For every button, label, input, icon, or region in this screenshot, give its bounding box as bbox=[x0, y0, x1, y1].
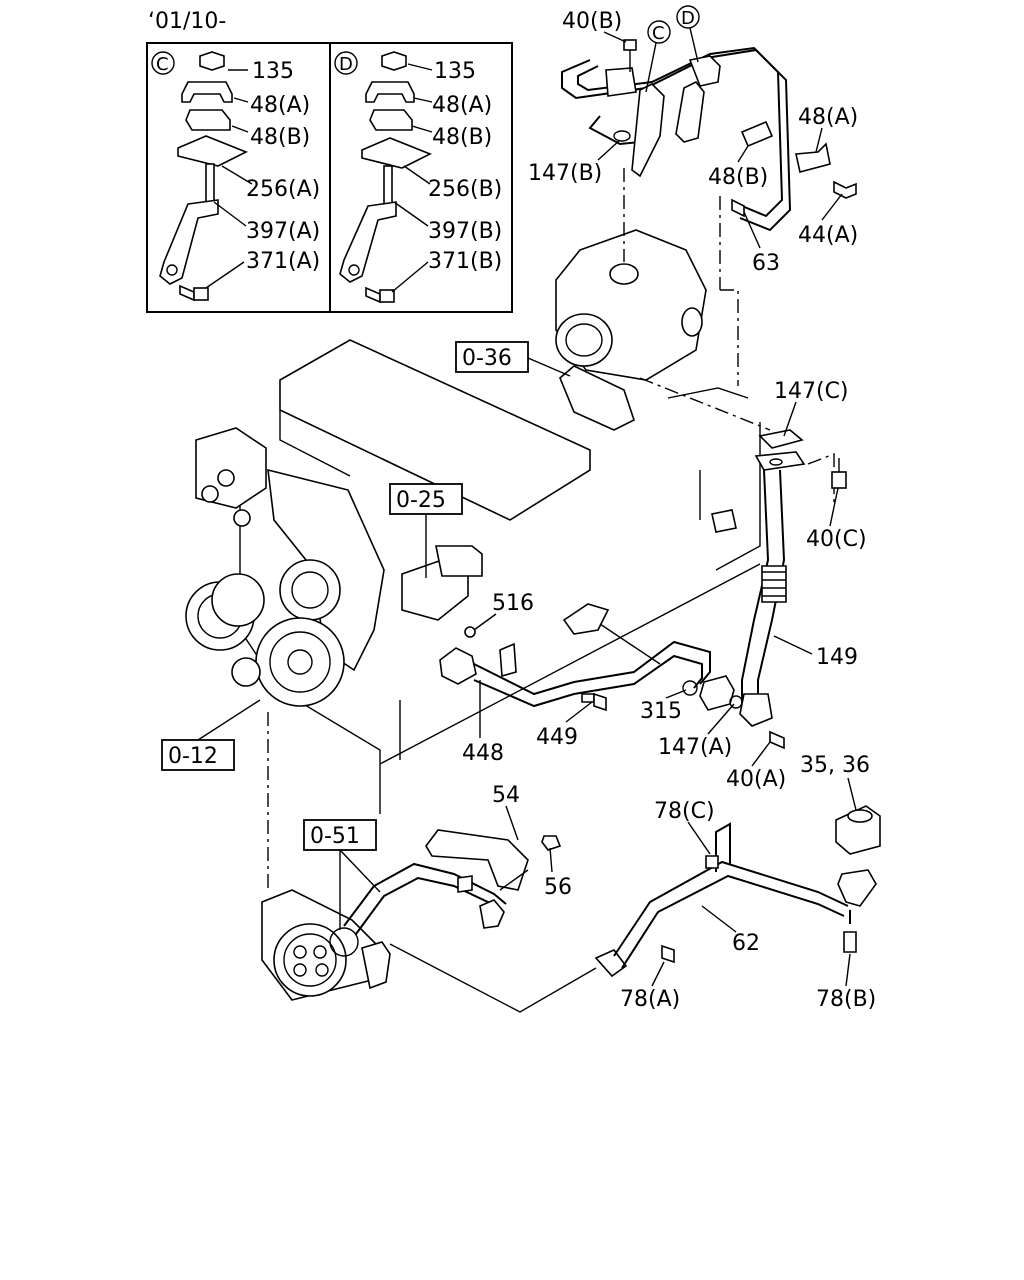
label-40b: 40(B) bbox=[562, 9, 622, 34]
label-147c: 147(C) bbox=[774, 379, 849, 404]
inset-d-label-371b: 371(B) bbox=[428, 249, 502, 274]
inset-c-label-48a: 48(A) bbox=[250, 93, 310, 118]
inset-c: C 135 48(A) 48(B) 256( bbox=[151, 51, 320, 302]
inset-c-label-135: 135 bbox=[252, 59, 294, 84]
inset-d-label-48b: 48(B) bbox=[432, 125, 492, 150]
callout-d: D bbox=[676, 5, 700, 63]
label-35-36: 35, 36 bbox=[800, 753, 870, 778]
ref-0-36-label: 0-36 bbox=[462, 346, 512, 371]
inset-d-label-135: 135 bbox=[434, 59, 476, 84]
inset-c-label-371a: 371(A) bbox=[246, 249, 320, 274]
inset-d-marker: D bbox=[339, 54, 353, 75]
label-56: 56 bbox=[544, 875, 572, 900]
inset-d-label-397b: 397(B) bbox=[428, 219, 502, 244]
detail-inset: C 135 48(A) 48(B) 256( bbox=[146, 42, 513, 313]
label-54: 54 bbox=[492, 783, 520, 808]
callout-c: C bbox=[645, 20, 671, 93]
label-78a: 78(A) bbox=[620, 987, 680, 1012]
engine-block bbox=[185, 339, 761, 814]
label-78c: 78(C) bbox=[654, 799, 715, 824]
inset-c-label-397a: 397(A) bbox=[246, 219, 320, 244]
label-516: 516 bbox=[492, 591, 534, 616]
label-62: 62 bbox=[732, 931, 760, 956]
label-449: 449 bbox=[536, 725, 578, 750]
inset-c-label-256a: 256(A) bbox=[246, 177, 320, 202]
label-40a: 40(A) bbox=[726, 767, 786, 792]
label-40c: 40(C) bbox=[806, 527, 867, 552]
ref-box-0-51: 0-51 bbox=[303, 819, 381, 930]
ref-0-12-label: 0-12 bbox=[168, 744, 218, 769]
label-149: 149 bbox=[816, 645, 858, 670]
oil-pump-assembly bbox=[261, 712, 881, 1013]
label-48b: 48(B) bbox=[708, 165, 768, 190]
label-44a: 44(A) bbox=[798, 223, 858, 248]
turbo-oil-feed-assembly bbox=[555, 39, 857, 750]
inset-c-marker: C bbox=[156, 54, 169, 75]
callout-d-label: D bbox=[681, 8, 695, 29]
ref-box-0-25: 0-25 bbox=[389, 483, 463, 578]
inset-d: D 135 48(A) 48(B) 256(B) 397(B) 371(B) bbox=[334, 51, 502, 304]
date-code: ‘01/10- bbox=[148, 9, 226, 34]
inset-d-label-48a: 48(A) bbox=[432, 93, 492, 118]
label-147a: 147(A) bbox=[658, 735, 732, 760]
ref-box-0-12: 0-12 bbox=[161, 699, 261, 771]
ref-0-51-label: 0-51 bbox=[310, 824, 360, 849]
inset-c-label-48b: 48(B) bbox=[250, 125, 310, 150]
inset-d-label-256b: 256(B) bbox=[428, 177, 502, 202]
label-315: 315 bbox=[640, 699, 682, 724]
part-labels: 40(B) 147(B) 48(A) 48(B) 44(A) 63 147(C)… bbox=[462, 9, 876, 1012]
label-48a: 48(A) bbox=[798, 105, 858, 130]
oil-pipe-448-assembly bbox=[439, 603, 743, 712]
label-63: 63 bbox=[752, 251, 780, 276]
ref-0-25-label: 0-25 bbox=[396, 488, 446, 513]
label-78b: 78(B) bbox=[816, 987, 876, 1012]
ref-box-0-36: 0-36 bbox=[455, 341, 571, 377]
label-147b: 147(B) bbox=[528, 161, 602, 186]
callout-c-label: C bbox=[652, 23, 665, 44]
label-448: 448 bbox=[462, 741, 504, 766]
